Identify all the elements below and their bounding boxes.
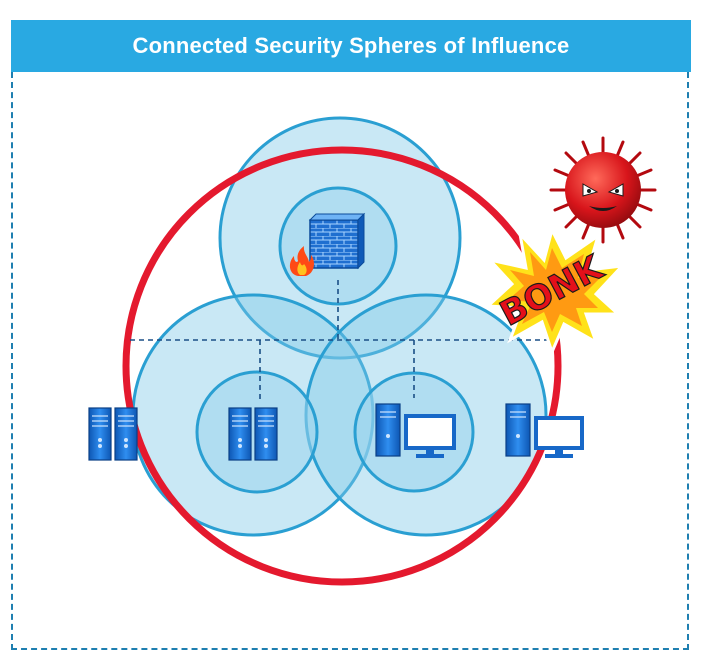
security-perimeter-ring: [122, 146, 562, 586]
firewall-icon: [308, 212, 366, 270]
malware-virus-icon: [549, 136, 657, 244]
workstation-icon: [505, 403, 584, 458]
fire-icon: [289, 246, 314, 276]
workstation-icon: [375, 403, 456, 458]
server-rack-icon: [228, 407, 278, 461]
dashed-frame: [11, 72, 689, 650]
server-rack-icon: [88, 407, 138, 461]
outer-spheres: [131, 116, 548, 537]
network-connections: [130, 280, 556, 402]
diagram-title: Connected Security Spheres of Influence: [11, 20, 691, 72]
